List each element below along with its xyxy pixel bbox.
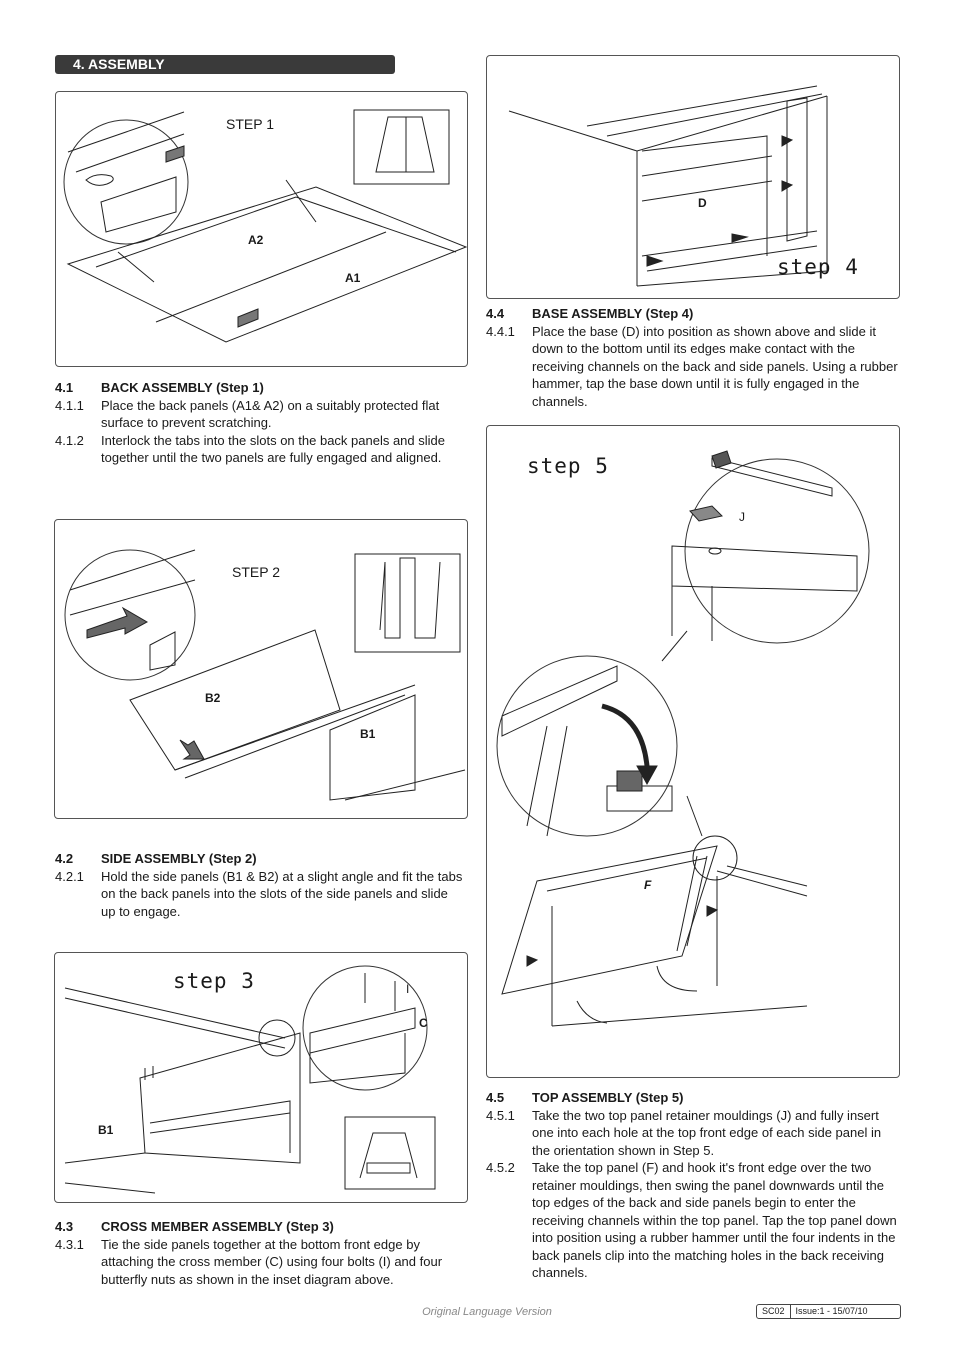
part-label-b1: B1 <box>360 727 376 741</box>
footer-issue-box: SC02 Issue:1 - 15/07/10 <box>756 1304 901 1319</box>
figure-step-4: D step 4 <box>486 55 900 299</box>
part-label-i: I <box>406 982 410 996</box>
step-4-drawing <box>508 85 828 287</box>
step-1-label: STEP 1 <box>226 116 274 132</box>
section-banner: 4. ASSEMBLY <box>55 55 395 74</box>
step-5-label: step 5 <box>527 454 609 478</box>
step-2-drawing <box>64 549 466 801</box>
part-label-f: F <box>644 878 652 892</box>
figure-step-2: STEP 2 B2 B1 <box>54 519 468 819</box>
part-label-b2: B2 <box>205 691 221 705</box>
figure-step-3: step 3 I C B1 <box>54 952 468 1203</box>
part-label-b1-step3: B1 <box>98 1123 114 1137</box>
part-label-j: J <box>739 510 745 524</box>
step-4-label: step 4 <box>777 255 859 279</box>
footer-model: SC02 <box>762 1306 785 1316</box>
part-label-d: D <box>698 196 707 210</box>
step-3-label: step 3 <box>173 969 255 993</box>
figure-step-1: STEP 1 A2 A1 <box>55 91 468 367</box>
part-label-c: C <box>419 1016 428 1030</box>
step-1-drawing <box>63 109 467 343</box>
step-2-label: STEP 2 <box>232 564 280 580</box>
footer-language: Original Language Version <box>422 1306 552 1318</box>
step-3-drawing <box>64 965 436 1194</box>
part-label-a2: A2 <box>248 233 264 247</box>
part-label-a1: A1 <box>345 271 361 285</box>
step-5-drawing <box>496 450 870 1027</box>
figure-step-5: step 5 J F <box>486 425 900 1078</box>
footer-issue: Issue:1 - 15/07/10 <box>789 1305 873 1318</box>
